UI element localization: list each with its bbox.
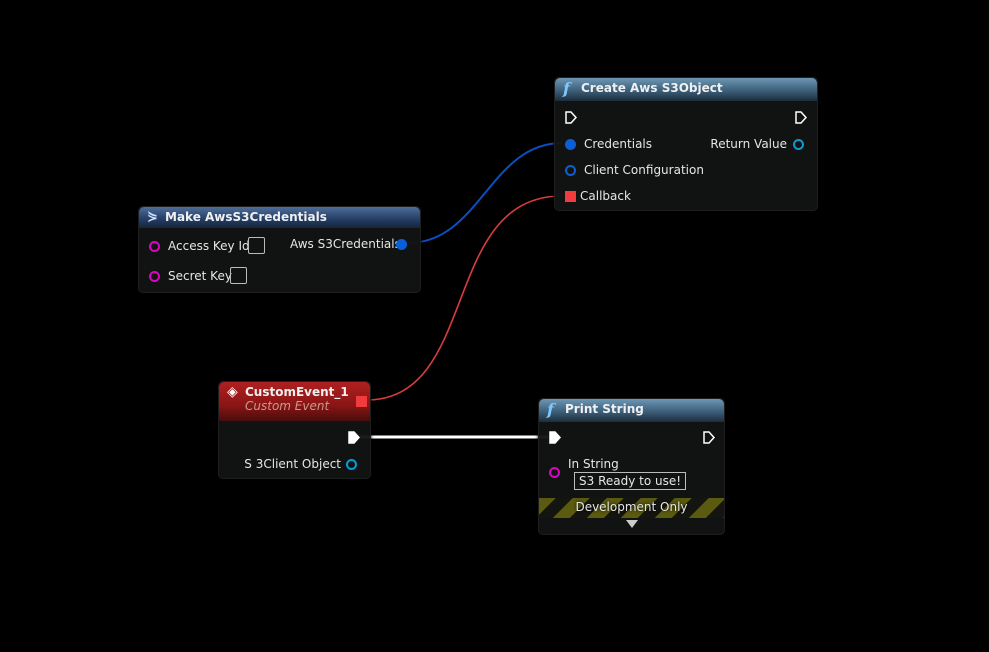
exec-out-pin[interactable]: [348, 431, 360, 444]
node-title: CustomEvent_1: [245, 385, 349, 399]
expand-arrow-icon[interactable]: [626, 520, 638, 528]
return-value-pin[interactable]: [793, 139, 804, 150]
exec-in-pin[interactable]: [565, 111, 577, 124]
node-title: Print String: [565, 402, 644, 416]
callback-pin[interactable]: [565, 191, 576, 202]
secret-key-label: Secret Key: [168, 269, 232, 283]
node-header[interactable]: f Print String: [539, 399, 724, 422]
node-create-aws-s3object[interactable]: f Create Aws S3Object Credentials Client …: [554, 77, 818, 211]
credentials-pin[interactable]: [565, 139, 576, 150]
node-header[interactable]: ◈ CustomEvent_1 Custom Event: [219, 382, 370, 421]
in-string-pin[interactable]: [549, 467, 560, 478]
node-custom-event[interactable]: ◈ CustomEvent_1 Custom Event S 3Client O…: [218, 381, 371, 479]
in-string-label: In String: [568, 457, 619, 471]
wire-credentials: [407, 142, 563, 244]
aws-s3credentials-pin[interactable]: [396, 239, 407, 250]
node-header[interactable]: ⋟ Make AwsS3Credentials: [139, 207, 420, 228]
credentials-label: Credentials: [584, 137, 653, 151]
access-key-id-input[interactable]: [248, 237, 265, 254]
secret-key-pin[interactable]: [149, 271, 160, 282]
function-icon: f: [547, 400, 554, 419]
aws-s3credentials-label: Aws S3Credentials: [290, 237, 401, 251]
in-string-input[interactable]: S3 Ready to use!: [574, 472, 687, 490]
wire-callback: [365, 195, 563, 401]
s3client-object-pin[interactable]: [346, 459, 357, 470]
client-configuration-pin[interactable]: [565, 165, 576, 176]
secret-key-input[interactable]: [230, 267, 247, 284]
node-make-awss3credentials[interactable]: ⋟ Make AwsS3Credentials Access Key Id Sec…: [138, 206, 421, 293]
node-subtitle: Custom Event: [245, 399, 330, 413]
exec-in-pin[interactable]: [549, 431, 561, 444]
callback-label: Callback: [580, 189, 631, 203]
make-struct-icon: ⋟: [147, 209, 158, 224]
exec-out-pin[interactable]: [795, 111, 807, 124]
s3client-object-label: S 3Client Object: [244, 457, 341, 471]
exec-out-pin[interactable]: [703, 431, 715, 444]
access-key-id-pin[interactable]: [149, 241, 160, 252]
delegate-pin[interactable]: [356, 396, 367, 407]
return-value-label: Return Value: [710, 137, 787, 151]
access-key-id-label: Access Key Id: [168, 239, 250, 253]
function-icon: f: [563, 79, 570, 98]
development-only-label: Development Only: [575, 500, 688, 514]
node-title: Create Aws S3Object: [581, 81, 723, 95]
node-title: Make AwsS3Credentials: [165, 210, 327, 224]
node-header[interactable]: f Create Aws S3Object: [555, 78, 817, 101]
client-configuration-label: Client Configuration: [584, 163, 704, 177]
event-icon: ◈: [227, 384, 238, 400]
development-only-banner: Development Only: [539, 498, 724, 518]
node-print-string[interactable]: f Print String In String S3 Ready to use!…: [538, 398, 725, 535]
